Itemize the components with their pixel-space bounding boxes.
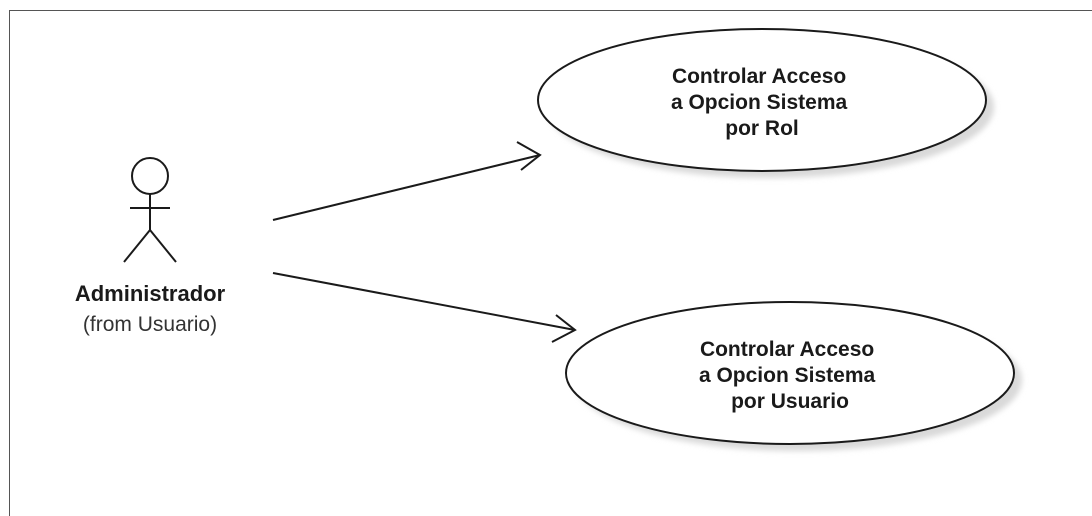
actor-right-leg (149, 229, 177, 263)
actor-head (131, 157, 169, 195)
use-case-control-acceso-usuario[interactable]: Controlar Acceso a Opcion Sistema por Us… (565, 301, 1022, 451)
use-case-label-line: por Rol (725, 117, 799, 140)
arrowhead-icon (551, 314, 577, 343)
arrowhead-icon (516, 141, 542, 171)
use-case-label-line: Controlar Acceso (672, 65, 846, 88)
actor-package: (from Usuario) (83, 313, 217, 336)
association-to-use-case-rol[interactable] (272, 141, 542, 221)
actor-left-leg (123, 229, 151, 263)
svg-text:Controlar Acceso a Opcio: Controlar Acceso a Opcion Sistema por Us… (699, 338, 881, 413)
use-case-label-line: por Usuario (731, 390, 849, 413)
use-case-label-line: Controlar Acceso (700, 338, 874, 361)
use-case-control-acceso-rol[interactable]: Controlar Acceso a Opcion Sistema por Ro… (537, 28, 994, 178)
svg-text:Controlar Acceso a Opcio: Controlar Acceso a Opcion Sistema por Ro… (671, 65, 853, 140)
association-to-use-case-usuario[interactable] (272, 272, 577, 343)
use-case-label-line: a Opcion Sistema (699, 364, 876, 387)
use-case-ellipse (537, 28, 987, 172)
use-case-ellipse (565, 301, 1015, 445)
use-case-label-line: a Opcion Sistema (671, 91, 848, 114)
actor-figure[interactable] (123, 157, 177, 263)
diagram-frame (9, 10, 1092, 516)
actor-name: Administrador (75, 281, 226, 306)
